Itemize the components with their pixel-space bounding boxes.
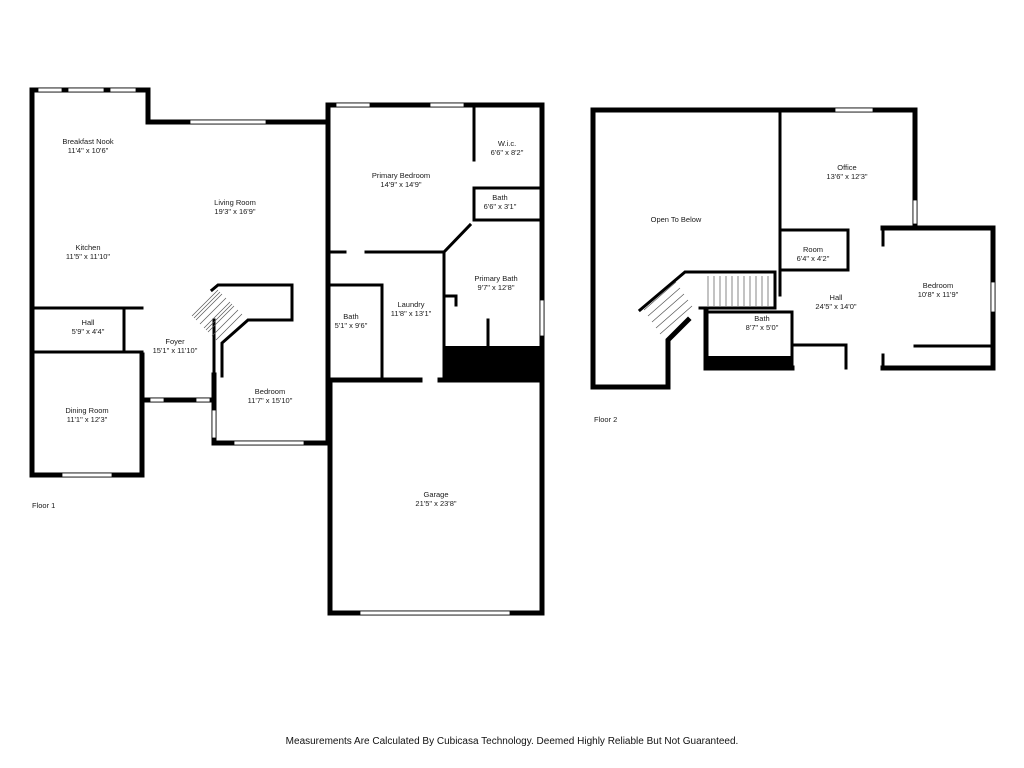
room-dims: 6'6" x 3'1"	[484, 202, 517, 211]
floor2-stairs	[643, 276, 769, 335]
floor2-closet-fill	[706, 356, 792, 370]
floor2-windows	[834, 107, 996, 313]
room-dims: 9'7" x 12'8"	[478, 283, 515, 292]
room-name: Garage	[423, 490, 448, 499]
floor2-walls	[590, 107, 996, 390]
room-dims: 11'5" x 11'10"	[66, 252, 111, 261]
room-name: Living Room	[214, 198, 256, 207]
room-name: Bath	[343, 312, 358, 321]
room-name: Room	[803, 245, 823, 254]
room-dims: 19'3" x 16'9"	[214, 207, 255, 216]
room-name: Laundry	[397, 300, 424, 309]
room-dims: 24'5" x 14'0"	[815, 302, 856, 311]
room-dims: 5'1" x 9'6"	[335, 321, 368, 330]
floor2-room-labels: Open To Below Office 13'6" x 12'3" Room …	[651, 163, 959, 332]
room-dims: 15'1" x 11'10"	[153, 346, 198, 355]
room-dims: 13'6" x 12'3"	[826, 172, 867, 181]
floor1-closet-fill	[444, 346, 542, 382]
room-dims: 8'7" x 5'0"	[746, 323, 779, 332]
room-dims: 11'1" x 12'3"	[67, 415, 108, 424]
room-name: W.i.c.	[498, 139, 516, 148]
room-dims: 11'4" x 10'6"	[68, 146, 109, 155]
floor1-room-labels: Breakfast Nook 11'4" x 10'6" Living Room…	[62, 137, 523, 508]
room-dims: 14'9" x 14'9"	[380, 180, 421, 189]
floor1-stairs	[191, 289, 243, 341]
room-name: Hall	[82, 318, 95, 327]
room-name: Bath	[492, 193, 507, 202]
room-dims: 11'8" x 13'1"	[391, 309, 432, 318]
room-name: Office	[837, 163, 856, 172]
room-name: Primary Bedroom	[372, 171, 430, 180]
floor2-label: Floor 2	[594, 415, 617, 424]
floor1-windows	[37, 87, 545, 616]
room-name: Dining Room	[65, 406, 108, 415]
room-name: Bath	[754, 314, 769, 323]
room-dims: 6'6" x 8'2"	[491, 148, 524, 157]
room-name: Primary Bath	[474, 274, 517, 283]
room-name: Foyer	[165, 337, 185, 346]
room-name: Breakfast Nook	[62, 137, 114, 146]
room-name: Kitchen	[75, 243, 100, 252]
room-dims: 6'4" x 4'2"	[797, 254, 830, 263]
room-dims: 10'8" x 11'9"	[918, 290, 959, 299]
floor1-label: Floor 1	[32, 501, 55, 510]
room-name: Open To Below	[651, 215, 702, 224]
room-name: Bedroom	[255, 387, 285, 396]
disclaimer-text: Measurements Are Calculated By Cubicasa …	[285, 736, 739, 747]
room-name: Hall	[830, 293, 843, 302]
room-name: Bedroom	[923, 281, 953, 290]
room-dims: 11'7" x 15'10"	[248, 396, 293, 405]
room-dims: 21'5" x 23'8"	[415, 499, 456, 508]
room-dims: 5'9" x 4'4"	[72, 327, 105, 336]
